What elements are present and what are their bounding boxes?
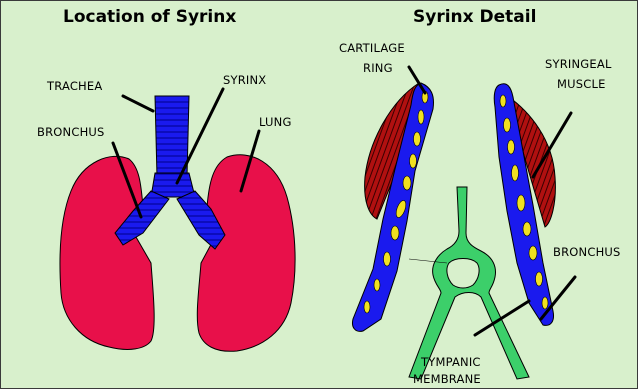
lung-label: LUNG [259, 115, 292, 129]
cartilage-ring [384, 252, 391, 266]
cartilage-label-line2: RING [363, 61, 393, 75]
cartilage-ring [414, 132, 421, 146]
cartilage-ring [374, 279, 380, 291]
syrinx-detail-group [352, 83, 555, 379]
cartilage-ring [508, 140, 515, 154]
cartilage-ring [512, 165, 519, 181]
trachea-label: TRACHEA [47, 79, 102, 93]
cartilage-ring [500, 95, 506, 107]
cartilage-ring [542, 297, 548, 309]
tympanic-label-line1: TYMPANIC [421, 355, 481, 369]
syringeal-label-line2: MUSCLE [557, 77, 606, 91]
cartilage-ring [364, 301, 370, 313]
cartilage-ring [517, 195, 525, 211]
cartilage-ring [529, 246, 537, 260]
bronchus-label: BRONCHUS [37, 125, 105, 139]
cartilage-ring [391, 226, 399, 240]
cartilage-ring [536, 272, 543, 286]
trachea-leader [123, 96, 153, 111]
syringeal-label-line1: SYRINGEAL [545, 57, 612, 71]
tympanic-label-line2: MEMBRANE [413, 372, 481, 386]
trachea [155, 96, 189, 177]
right-lung [197, 155, 295, 352]
cartilage-ring [504, 118, 511, 132]
bronchus-detail-label: BRONCHUS [553, 245, 621, 259]
cartilage-label-line1: CARTILAGE [339, 41, 405, 55]
left-lung [60, 156, 154, 349]
cartilage-ring [523, 222, 531, 236]
syrinx-label: SYRINX [223, 73, 266, 87]
cartilage-ring [418, 110, 424, 124]
cartilage-ring [403, 176, 411, 190]
cartilage-ring [410, 154, 417, 168]
